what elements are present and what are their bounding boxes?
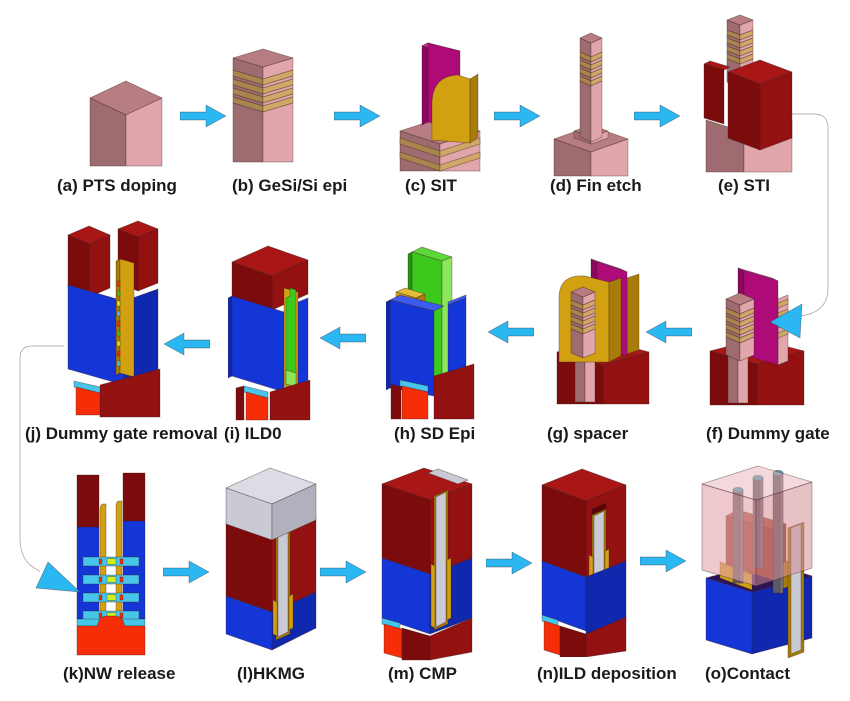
flow-arrow-l-to-m	[320, 560, 367, 584]
flow-arrow-i-to-j	[163, 332, 210, 356]
step-d-label: (d) Fin etch	[550, 176, 642, 195]
flow-arrow-f-to-g	[645, 320, 692, 344]
step-i-label: (i) ILD0	[224, 424, 282, 443]
step-j-label: (j) Dummy gate removal	[25, 424, 218, 443]
step-e-sti-illustration	[703, 14, 793, 173]
step-o-contact-illustration	[701, 465, 813, 658]
step-l-label: (l)HKMG	[237, 664, 305, 683]
step-g-spacer-illustration	[556, 258, 650, 405]
flow-arrow-g-to-h	[487, 320, 534, 344]
step-n-label: (n)ILD deposition	[537, 664, 677, 683]
step-e-label: (e) STI	[718, 176, 770, 195]
step-a-pts-doping-illustration	[89, 80, 163, 167]
step-h-sd-epi-illustration	[386, 246, 475, 420]
step-l-hkmg-illustration	[225, 467, 317, 651]
step-m-label: (m) CMP	[388, 664, 457, 683]
flow-arrow-n-to-o	[640, 549, 687, 573]
step-c-sit-illustration	[399, 42, 481, 172]
step-b-gesi-si-epi-illustration	[232, 48, 294, 163]
flow-elbow-j-to-k	[19, 345, 81, 593]
step-d-fin-etch-illustration	[553, 32, 629, 177]
flow-arrow-h-to-i	[319, 326, 366, 350]
step-h-label: (h) SD Epi	[394, 424, 476, 443]
flow-elbow-e-to-f	[769, 113, 829, 339]
flow-arrow-k-to-l	[163, 560, 210, 584]
step-n-ild-deposition-illustration	[541, 468, 627, 657]
step-b-label: (b) GeSi/Si epi	[232, 176, 348, 195]
flow-arrow-c-to-d	[494, 104, 541, 128]
flow-arrow-b-to-c	[334, 104, 381, 128]
step-k-label: (k)NW release	[63, 664, 176, 683]
step-f-dummy-gate-illustration	[709, 267, 805, 406]
step-k-nw-release-illustration	[76, 472, 146, 656]
step-g-label: (g) spacer	[547, 424, 629, 443]
flow-arrow-m-to-n	[486, 551, 533, 575]
flow-arrow-d-to-e	[634, 104, 681, 128]
step-a-label: (a) PTS doping	[57, 176, 177, 195]
step-f-label: (f) Dummy gate	[706, 424, 830, 443]
step-m-cmp-illustration	[381, 467, 473, 661]
step-i-ild0-illustration	[228, 245, 311, 421]
step-o-label: (o)Contact	[705, 664, 790, 683]
step-c-label: (c) SIT	[405, 176, 457, 195]
flow-arrow-a-to-b	[180, 104, 227, 128]
step-j-dummy-gate-removal-illustration	[67, 220, 161, 418]
